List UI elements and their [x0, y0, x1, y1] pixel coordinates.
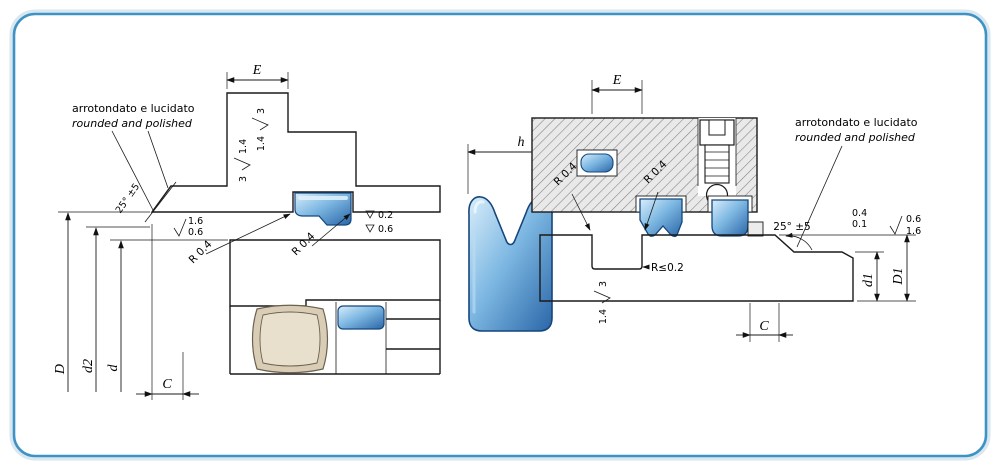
chamfer-bottom-value: 0.1: [852, 219, 867, 230]
frame-outer-glow: [9, 9, 991, 461]
finish-side-value-b: 3: [238, 176, 249, 182]
finish-top-value-a: 3: [256, 108, 267, 114]
right-roughness-mark: 0.6 1.6: [889, 214, 921, 237]
dim-E-left: E: [226, 63, 289, 89]
backup-ring-section: [747, 221, 764, 237]
finish-mark-side: 1.4 3: [233, 139, 251, 182]
groove-radius-label: R≤0.2: [651, 262, 684, 274]
left-note-leader-1: [111, 130, 155, 213]
hex-socket: [708, 119, 726, 136]
seal-profile-highlight: [473, 200, 485, 214]
screw-section: [697, 118, 737, 207]
left-note: arrotondato e lucidato rounded and polis…: [72, 102, 195, 213]
dim-E-right: E: [591, 73, 643, 114]
right-note-english: rounded and polished: [795, 131, 916, 144]
wiper-seal-section: [294, 192, 352, 226]
angle-arc: [785, 232, 813, 251]
right-roughness-top: 0.6: [906, 214, 921, 225]
left-diameter-dims: D d2 d: [53, 211, 228, 392]
right-section-view: E R 0.4 R 0.4 R≤0.2 3 1.4 arrotondato e …: [531, 73, 921, 342]
screw-shaft: [704, 144, 730, 184]
left-note-italian: arrotondato e lucidato: [72, 102, 195, 115]
finish-mark-top: 3 1.4: [251, 108, 269, 151]
left-note-leader-2: [147, 130, 169, 189]
dim-C-right-label: C: [759, 319, 769, 334]
left-note-english: rounded and polished: [72, 117, 193, 130]
chamfer-line: [144, 181, 177, 223]
groove-radius-callout: R≤0.2: [642, 262, 684, 274]
dim-h-label: h: [518, 135, 525, 150]
dim-d1-label: d1: [861, 273, 876, 287]
finish-side-value-a: 1.4: [238, 139, 249, 154]
secondary-seal-section: [337, 305, 385, 330]
roughness-entry-bottom: 0.6: [188, 227, 203, 238]
right-note: arrotondato e lucidato rounded and polis…: [795, 116, 918, 248]
dim-d-label: d: [106, 364, 121, 372]
groove-surface-marks: 0.2 0.6: [365, 210, 393, 235]
right-diameter-dims: d1 D1: [779, 234, 916, 302]
dim-C-left: C: [136, 224, 199, 400]
chamfer-size-values: 0.4 0.1: [852, 208, 867, 230]
right-finish-value-b: 1.4: [598, 309, 609, 324]
dim-C-right: C: [736, 303, 793, 342]
left-housing-cross-section: [150, 92, 441, 213]
dim-E-right-label: E: [612, 73, 622, 88]
right-roughness-bottom: 1.6: [906, 226, 921, 237]
rod-outline: [539, 234, 854, 302]
dim-d2-label: d2: [81, 359, 96, 373]
dim-D1-label: D1: [891, 267, 906, 285]
right-note-leader: [796, 145, 843, 248]
right-chamfer-angle-label: 25° ±5: [773, 221, 810, 233]
cap-seal-section: [711, 199, 749, 237]
roughness-entry: 1.6 0.6: [173, 216, 203, 238]
dim-C-left-label: C: [162, 377, 172, 392]
dim-D-label: D: [53, 364, 68, 375]
chamfer-top-value: 0.4: [852, 208, 867, 219]
right-finish-mark: 3 1.4: [593, 281, 611, 324]
oring-section: [580, 153, 614, 173]
groove-mark-bottom: 0.6: [378, 224, 393, 235]
right-finish-value-a: 3: [598, 281, 609, 287]
right-note-italian: arrotondato e lucidato: [795, 116, 918, 129]
dim-E-left-label: E: [252, 63, 262, 78]
finish-top-value-b: 1.4: [256, 136, 267, 151]
roughness-entry-top: 1.6: [188, 216, 203, 227]
bearing-roller-inner: [259, 311, 321, 367]
groove-mark-top: 0.2: [378, 210, 393, 221]
